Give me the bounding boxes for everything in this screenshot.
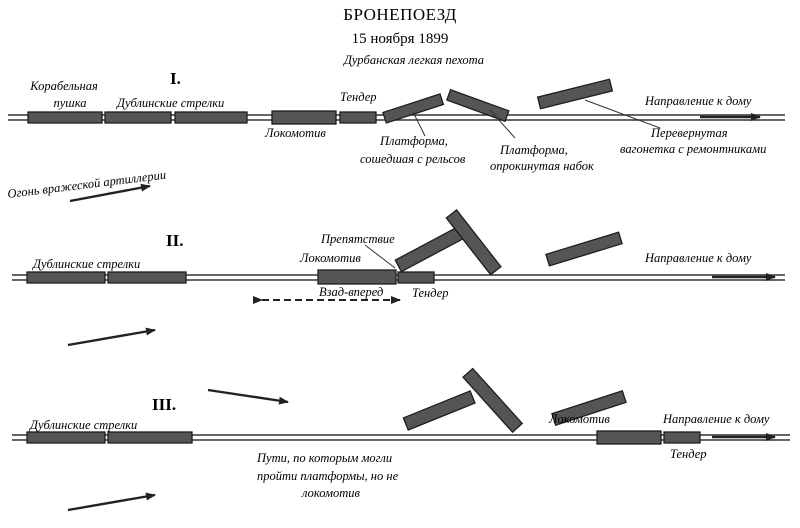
derailed-platform bbox=[382, 93, 445, 124]
panel-2-tender bbox=[397, 271, 435, 284]
panel-2-tender-label: Тендер bbox=[412, 286, 449, 300]
panel-3-trolley bbox=[551, 390, 627, 426]
panel-3-platform-1 bbox=[402, 390, 476, 431]
artillery-arrow-3 bbox=[207, 388, 289, 405]
artillery-arrow-2 bbox=[67, 327, 156, 347]
panel-3-tender bbox=[663, 431, 701, 444]
panel-1-tender-label: Тендер bbox=[340, 90, 377, 104]
panel-3-number: III. bbox=[152, 395, 176, 414]
overturned-label-1: Платформа, bbox=[499, 143, 568, 157]
panel-2-number: II. bbox=[166, 231, 183, 250]
naval-gun-car bbox=[27, 111, 103, 124]
artillery-label: Огонь вражеской артиллерии bbox=[7, 168, 167, 201]
panel-2-trolley bbox=[545, 231, 623, 267]
diagram-subtitle: Дурбанская легкая пехота bbox=[343, 53, 484, 67]
panel-1-locomotive-label: Локомотив bbox=[264, 126, 326, 140]
leader-obstacle bbox=[364, 244, 396, 269]
artillery-arrow-1 bbox=[69, 183, 151, 203]
panel-3-dublin-car-2 bbox=[107, 431, 193, 444]
diagram-title: БРОНЕПОЕЗД bbox=[343, 5, 457, 24]
panel-3-platform-2 bbox=[462, 367, 524, 434]
panel-3: III. Дублинские стрелки Локомотив Направ… bbox=[12, 367, 790, 512]
back-forth-label: Взад-вперед bbox=[319, 285, 383, 299]
diagram-date: 15 ноября 1899 bbox=[352, 31, 449, 47]
path-label-1: Пути, по которым могли bbox=[256, 451, 392, 465]
panel-2-locomotive bbox=[317, 269, 397, 285]
derailed-label-1: Платформа, bbox=[379, 134, 448, 148]
obstacle-label: Препятствие bbox=[320, 232, 395, 246]
panel-1: I. Корабельная пушка Дублинские стрелки … bbox=[7, 69, 785, 203]
dublin-car-1 bbox=[104, 111, 172, 124]
obstacle-platform-1 bbox=[394, 226, 465, 273]
overturned-platform bbox=[445, 88, 510, 123]
panel-2-dublin-car-2 bbox=[107, 271, 187, 284]
panel-2-dublin-label: Дублинские стрелки bbox=[32, 257, 140, 271]
leader-trolley bbox=[584, 99, 661, 129]
panel-1-direction-label: Направление к дому bbox=[644, 94, 752, 108]
obstacle-platform-2 bbox=[445, 209, 502, 276]
artillery-arrow-4 bbox=[67, 492, 156, 512]
panel-2-locomotive-label: Локомотив bbox=[299, 251, 361, 265]
panel-3-direction-label: Направление к дому bbox=[662, 412, 770, 426]
trolley-label-2: вагонетка с ремонтниками bbox=[620, 142, 766, 156]
panel-2-dublin-car-1 bbox=[26, 271, 106, 284]
panel-1-dublin-label: Дублинские стрелки bbox=[116, 96, 224, 110]
trolley-label-1: Перевернутая bbox=[650, 126, 728, 140]
path-label-2: пройти платформы, но не bbox=[257, 469, 399, 483]
panel-3-dublin-label: Дублинские стрелки bbox=[29, 418, 137, 432]
panel-3-locomotive bbox=[596, 430, 662, 445]
dublin-car-2 bbox=[174, 111, 248, 124]
panel-2-direction-label: Направление к дому bbox=[644, 251, 752, 265]
overturned-label-2: опрокинутая набок bbox=[490, 159, 594, 173]
leader-derailed bbox=[412, 111, 426, 137]
tender-car bbox=[339, 111, 377, 124]
overturned-trolley bbox=[536, 78, 614, 110]
locomotive-car bbox=[271, 110, 337, 125]
naval-gun-label-1: Корабельная bbox=[29, 79, 98, 93]
panel-1-number: I. bbox=[170, 69, 181, 88]
naval-gun-label-2: пушка bbox=[53, 96, 86, 110]
path-label-3: локомотив bbox=[301, 486, 361, 500]
panel-3-tender-label: Тендер bbox=[670, 447, 707, 461]
panel-3-dublin-car-1 bbox=[26, 431, 106, 444]
derailed-label-2: сошедшая с рельсов bbox=[360, 152, 466, 166]
panel-3-locomotive-label: Локомотив bbox=[548, 412, 610, 426]
leader-overturned bbox=[489, 109, 516, 139]
panel-2: II. Дублинские стрелки Препятствие Локом… bbox=[12, 209, 785, 347]
